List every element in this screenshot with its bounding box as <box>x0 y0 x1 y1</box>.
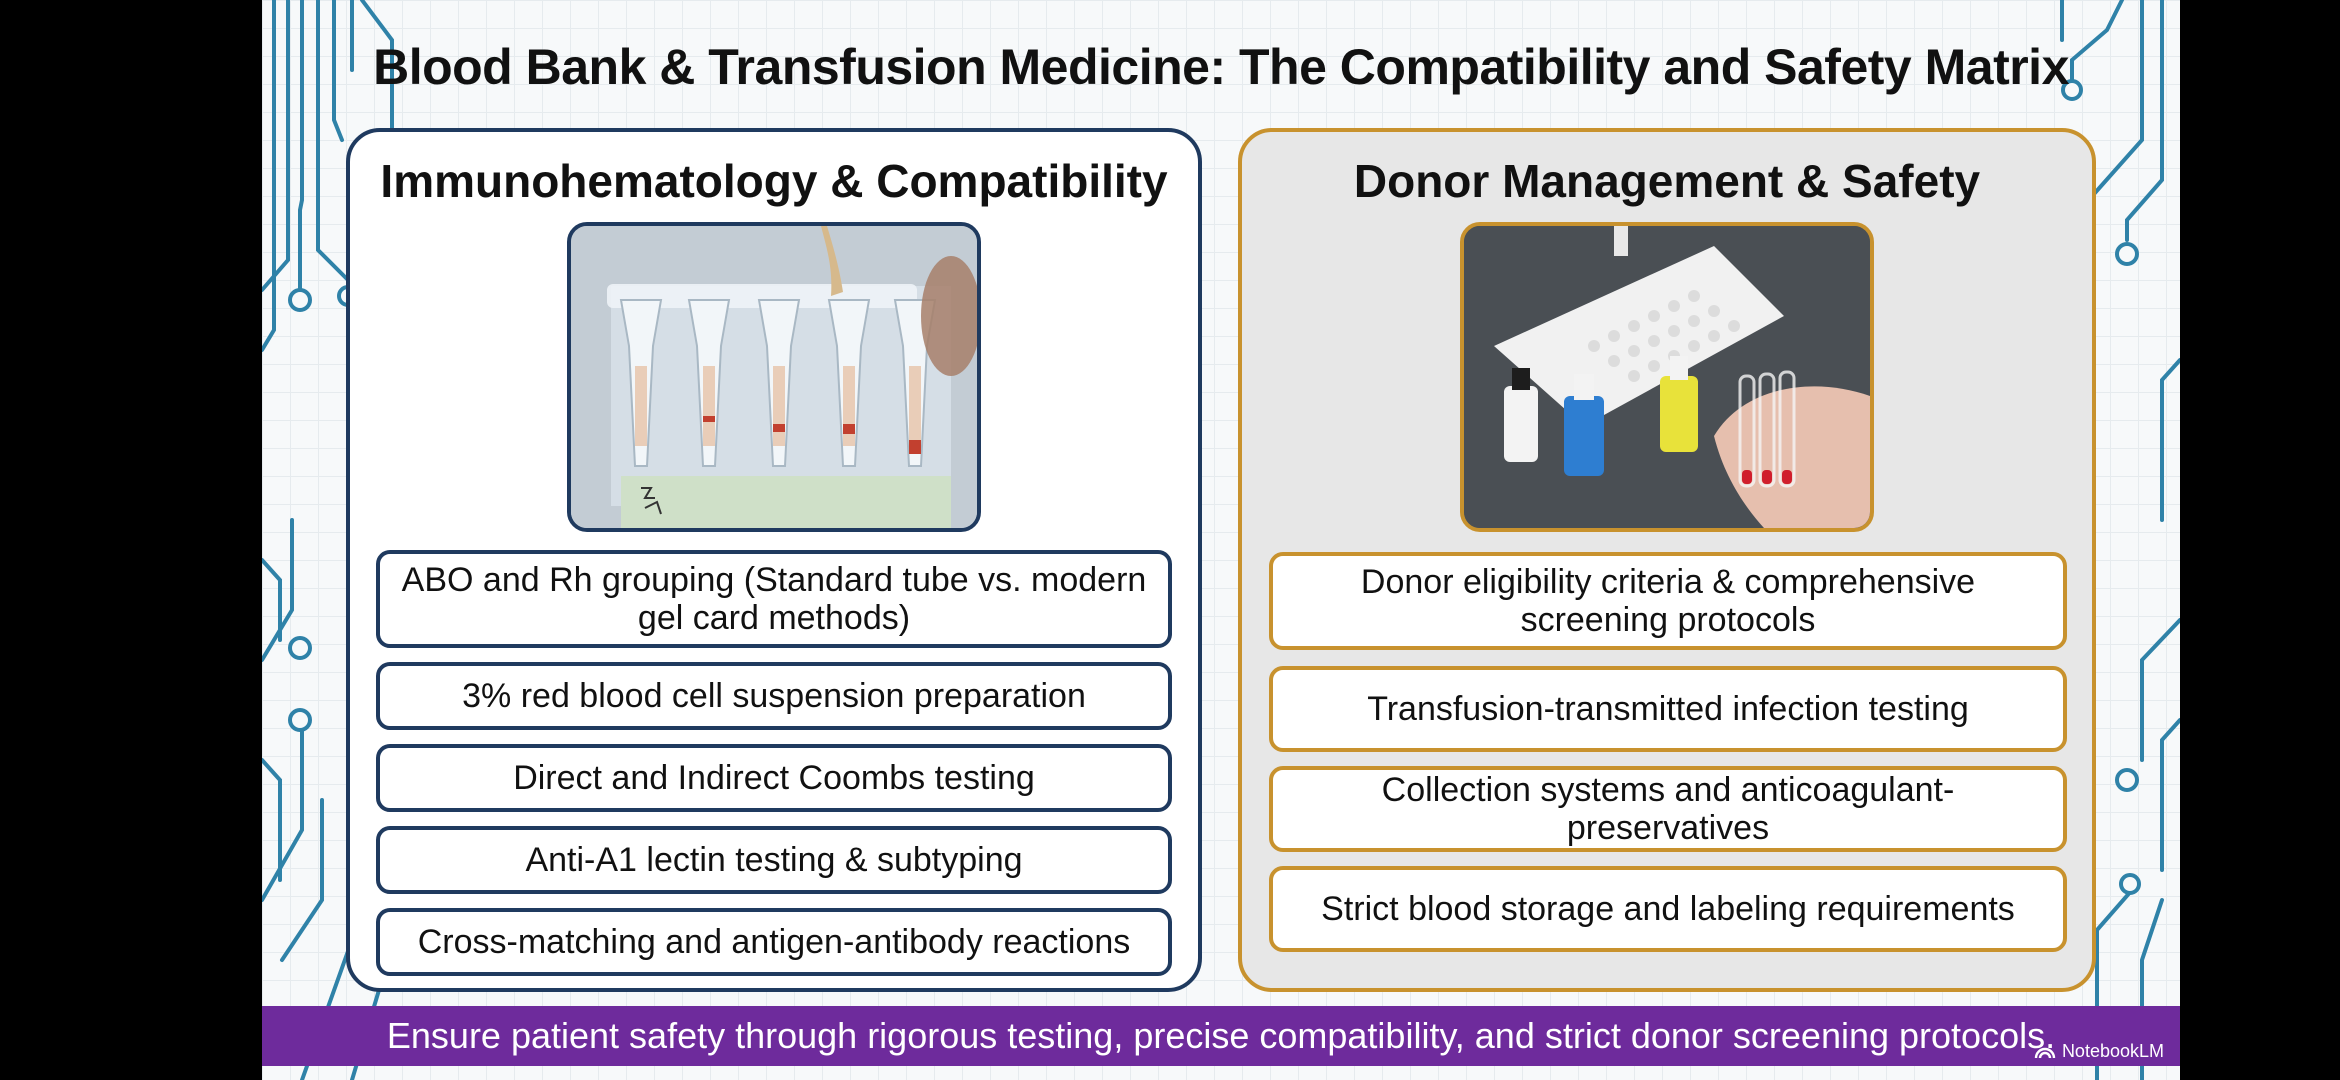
list-item: Collection systems and anticoagulant-pre… <box>1269 766 2067 852</box>
notebooklm-logo-icon <box>2034 1047 2056 1058</box>
brand-name: NotebookLM <box>2061 1041 2164 1061</box>
brand-watermark: NotebookLM <box>2034 1041 2164 1062</box>
list-item: Anti-A1 lectin testing & subtyping <box>376 826 1172 894</box>
list-item: Cross-matching and antigen-antibody reac… <box>376 908 1172 976</box>
list-item: ABO and Rh grouping (Standard tube vs. m… <box>376 550 1172 648</box>
panel-heading: Immunohematology & Compatibility <box>380 155 1168 207</box>
list-item: Donor eligibility criteria & comprehensi… <box>1269 552 2067 650</box>
list-item: Direct and Indirect Coombs testing <box>376 744 1172 812</box>
list-item: Strict blood storage and labeling requir… <box>1269 866 2067 952</box>
footer-banner: Ensure patient safety through rigorous t… <box>262 1006 2180 1066</box>
panel-heading: Donor Management & Safety <box>1353 155 1981 207</box>
reagent-bottles-photo <box>1460 222 1874 532</box>
slide-title: Blood Bank & Transfusion Medicine: The C… <box>373 39 2069 95</box>
footer-message: Ensure patient safety through rigorous t… <box>386 1015 2056 1056</box>
immunohematology-panel: Immunohematology & Compatibility <box>346 128 1202 992</box>
gel-card-tubes-photo <box>567 222 981 532</box>
donor-management-panel: Donor Management & Safety <box>1238 128 2096 992</box>
list-item: 3% red blood cell suspension preparation <box>376 662 1172 730</box>
list-item: Transfusion-transmitted infection testin… <box>1269 666 2067 752</box>
slide-stage: Blood Bank & Transfusion Medicine: The C… <box>262 0 2180 1080</box>
